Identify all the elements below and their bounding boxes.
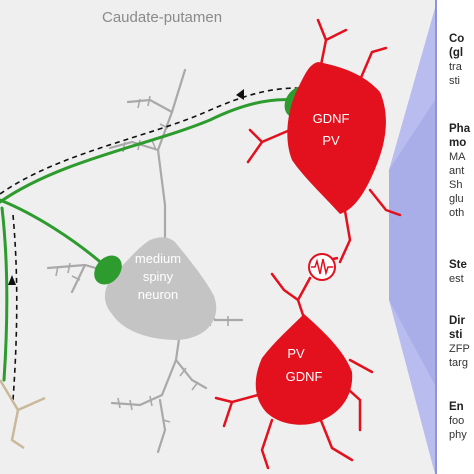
arrowhead-icon [236, 89, 244, 100]
entry-body: glu [449, 193, 464, 205]
entry-body: phy [449, 429, 467, 441]
electrical-signal-icon [311, 258, 333, 276]
entry-heading: Dir [449, 315, 465, 327]
entry-body: tra [449, 61, 462, 73]
entry-heading: (gl [449, 47, 464, 59]
entry-heading: sti [449, 329, 463, 341]
entry-body: foo [449, 415, 465, 427]
panel-entry-1: Co (gl tra sti [449, 32, 474, 88]
entry-body: ZFP [449, 343, 470, 355]
panel-entry-2: Pha mo MA ant Sh glu oth [449, 122, 474, 220]
entry-heading: Pha [449, 123, 471, 135]
msn-soma [104, 237, 217, 340]
arrowhead-icon [8, 275, 16, 285]
pv-bottom-dendrites [214, 272, 374, 470]
side-panel [435, 0, 474, 474]
axon-terminal-msn [94, 255, 122, 285]
msn-label-line-3: neuron [138, 287, 178, 302]
tan-fiber [0, 379, 46, 450]
green-axons [0, 98, 296, 382]
msn-label-line-2: spiny [143, 269, 174, 284]
entry-body: est [449, 273, 464, 285]
panel-entry-4: Dir sti ZFP targ [449, 314, 474, 370]
entry-body: oth [449, 207, 465, 219]
entry-body: ant [449, 165, 465, 177]
entry-heading: En [449, 401, 464, 413]
pv-bottom-pv-label: PV [287, 346, 305, 361]
entry-heading: mo [449, 137, 467, 149]
entry-body: Sh [449, 179, 463, 191]
entry-heading: Co [449, 33, 465, 45]
msn-spines [55, 95, 229, 423]
pv-bottom-soma [255, 314, 353, 425]
pv-bottom-gdnf-label: GDNF [286, 369, 323, 384]
entry-body: MA [449, 151, 466, 163]
pv-top-dendrites [246, 18, 402, 264]
entry-heading: Ste [449, 259, 467, 271]
arrow-band [389, 100, 435, 385]
region-title: Caudate-putamen [102, 9, 222, 26]
retrograde-transport-path [0, 87, 299, 401]
pv-top-gdnf-label: GDNF [313, 111, 350, 126]
panel-entry-5: En foo phy [449, 400, 474, 442]
pv-top-soma [287, 62, 386, 214]
msn-label-line-1: medium [135, 251, 181, 266]
entry-body: targ [449, 357, 468, 369]
pv-top-pv-label: PV [322, 133, 340, 148]
panel-entry-3: Ste est [449, 258, 474, 286]
entry-body: sti [449, 75, 460, 87]
